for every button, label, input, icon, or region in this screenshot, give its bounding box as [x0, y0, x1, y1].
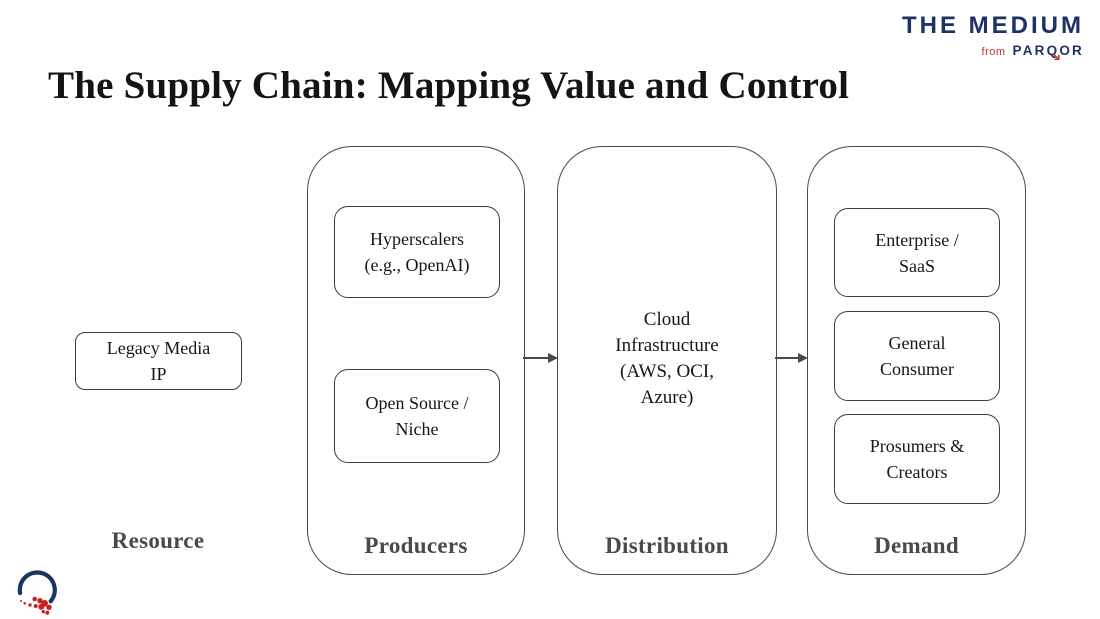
node-open-source-niche: Open Source / Niche: [334, 369, 500, 463]
column-producers: Hyperscalers (e.g., OpenAI) Open Source …: [307, 146, 525, 575]
column-label-demand: Demand: [874, 533, 959, 558]
column-distribution: Cloud Infrastructure (AWS, OCI, Azure) D…: [557, 146, 777, 575]
column-label-resource: Resource: [111, 528, 205, 553]
arrow-producers-to-distribution-icon: [523, 352, 558, 363]
node-cloud-infrastructure: Cloud Infrastructure (AWS, OCI, Azure): [615, 309, 719, 408]
node-hyperscalers: Hyperscalers (e.g., OpenAI): [334, 206, 500, 298]
node-legacy-media-ip: Legacy Media IP: [75, 332, 242, 390]
parqor-wordmark-pre: PAR: [1012, 43, 1047, 58]
page-title: The Supply Chain: Mapping Value and Cont…: [48, 64, 850, 107]
parqor-wordmark-post: OR: [1059, 43, 1084, 58]
parqor-q-letter: Q: [1046, 43, 1060, 58]
brand-from-label: from: [981, 46, 1006, 58]
brand-wordmark: THE MEDIUM: [902, 12, 1084, 39]
column-label-producers: Producers: [364, 533, 468, 558]
parqor-wordmark-q: Q: [1046, 43, 1060, 60]
column-label-distribution: Distribution: [605, 533, 729, 558]
parqor-logo-mark-icon: [17, 570, 57, 615]
column-demand: Enterprise / SaaS General Consumer Prosu…: [807, 146, 1026, 575]
arrow-distribution-to-demand-icon: [775, 352, 808, 363]
node-enterprise-saas: Enterprise / SaaS: [834, 208, 1000, 297]
node-general-consumer: General Consumer: [834, 311, 1000, 401]
node-prosumers-creators: Prosumers & Creators: [834, 414, 1000, 504]
q-arrow-icon: [1052, 53, 1060, 60]
